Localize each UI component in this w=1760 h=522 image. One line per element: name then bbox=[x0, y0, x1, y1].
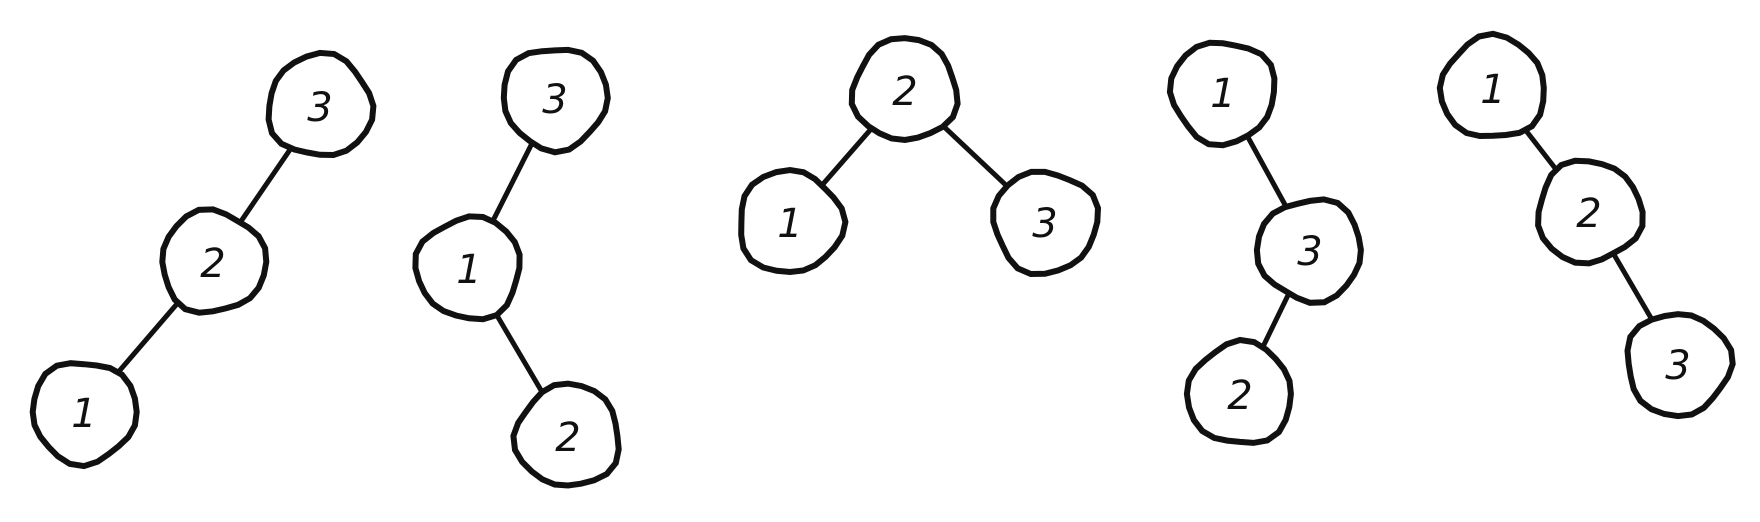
node-circle bbox=[29, 360, 140, 470]
node-label: 2 bbox=[1576, 191, 1601, 237]
node-circle bbox=[265, 49, 377, 159]
node-label: 1 bbox=[777, 201, 802, 247]
node-circle bbox=[412, 213, 523, 323]
tree-node: 1 bbox=[1436, 30, 1547, 140]
tree-2: 3 1 2 bbox=[412, 46, 622, 489]
node-label: 2 bbox=[892, 69, 917, 115]
node-circle bbox=[1253, 196, 1364, 306]
node-label: 3 bbox=[1297, 229, 1322, 275]
edge-n2-n3 bbox=[1610, 250, 1657, 326]
tree-node: 1 bbox=[29, 360, 140, 470]
tree-node: 3 bbox=[1624, 311, 1736, 420]
node-label: 3 bbox=[1032, 201, 1057, 247]
tree-node: 1 bbox=[412, 213, 523, 323]
tree-3: 2 1 3 bbox=[738, 35, 1102, 278]
tree-node: 3 bbox=[265, 49, 377, 159]
node-label: 1 bbox=[456, 247, 481, 293]
node-circle bbox=[848, 35, 961, 144]
tree-1: 3 2 1 bbox=[29, 49, 377, 470]
tree-node: 2 bbox=[848, 35, 961, 144]
edge-n1-n2 bbox=[490, 306, 547, 398]
node-circle bbox=[1535, 157, 1646, 267]
edge-n2-n3 bbox=[937, 120, 1013, 192]
node-circle bbox=[500, 46, 611, 156]
node-label: 1 bbox=[71, 391, 96, 437]
node-circle bbox=[738, 166, 849, 276]
node-label: 3 bbox=[542, 77, 567, 123]
tree-node: 1 bbox=[1166, 39, 1278, 149]
edge-n3-n2 bbox=[1258, 290, 1292, 354]
tree-node: 2 bbox=[1535, 157, 1646, 267]
node-label: 3 bbox=[307, 85, 332, 131]
edge-n1-n2 bbox=[1519, 123, 1563, 177]
node-label: 2 bbox=[555, 415, 580, 461]
edge-n3-n2 bbox=[237, 143, 296, 225]
node-circle bbox=[510, 380, 622, 489]
tree-node: 1 bbox=[738, 166, 849, 276]
tree-node: 2 bbox=[510, 380, 622, 489]
node-label: 2 bbox=[200, 241, 225, 287]
tree-node: 3 bbox=[1253, 196, 1364, 306]
node-circle bbox=[1624, 311, 1736, 420]
node-label: 3 bbox=[1665, 343, 1690, 389]
node-circle bbox=[1183, 336, 1294, 446]
edge-n2-n1 bbox=[819, 123, 876, 189]
tree-node: 2 bbox=[1183, 336, 1294, 446]
node-label: 1 bbox=[1210, 71, 1235, 117]
edge-n1-n3 bbox=[1243, 131, 1290, 211]
tree-node: 3 bbox=[500, 46, 611, 156]
node-circle bbox=[990, 168, 1102, 278]
tree-5: 1 2 3 bbox=[1436, 30, 1736, 420]
node-label: 2 bbox=[1227, 373, 1252, 419]
node-circle bbox=[1436, 30, 1547, 140]
tree-node: 3 bbox=[990, 168, 1102, 278]
tree-node: 2 bbox=[159, 206, 270, 316]
node-label: 1 bbox=[1480, 67, 1505, 113]
edge-n3-n1 bbox=[488, 138, 536, 228]
edge-n2-n1 bbox=[112, 295, 185, 379]
tree-4: 1 3 2 bbox=[1166, 39, 1364, 446]
node-circle bbox=[159, 206, 270, 316]
node-circle bbox=[1166, 39, 1278, 149]
